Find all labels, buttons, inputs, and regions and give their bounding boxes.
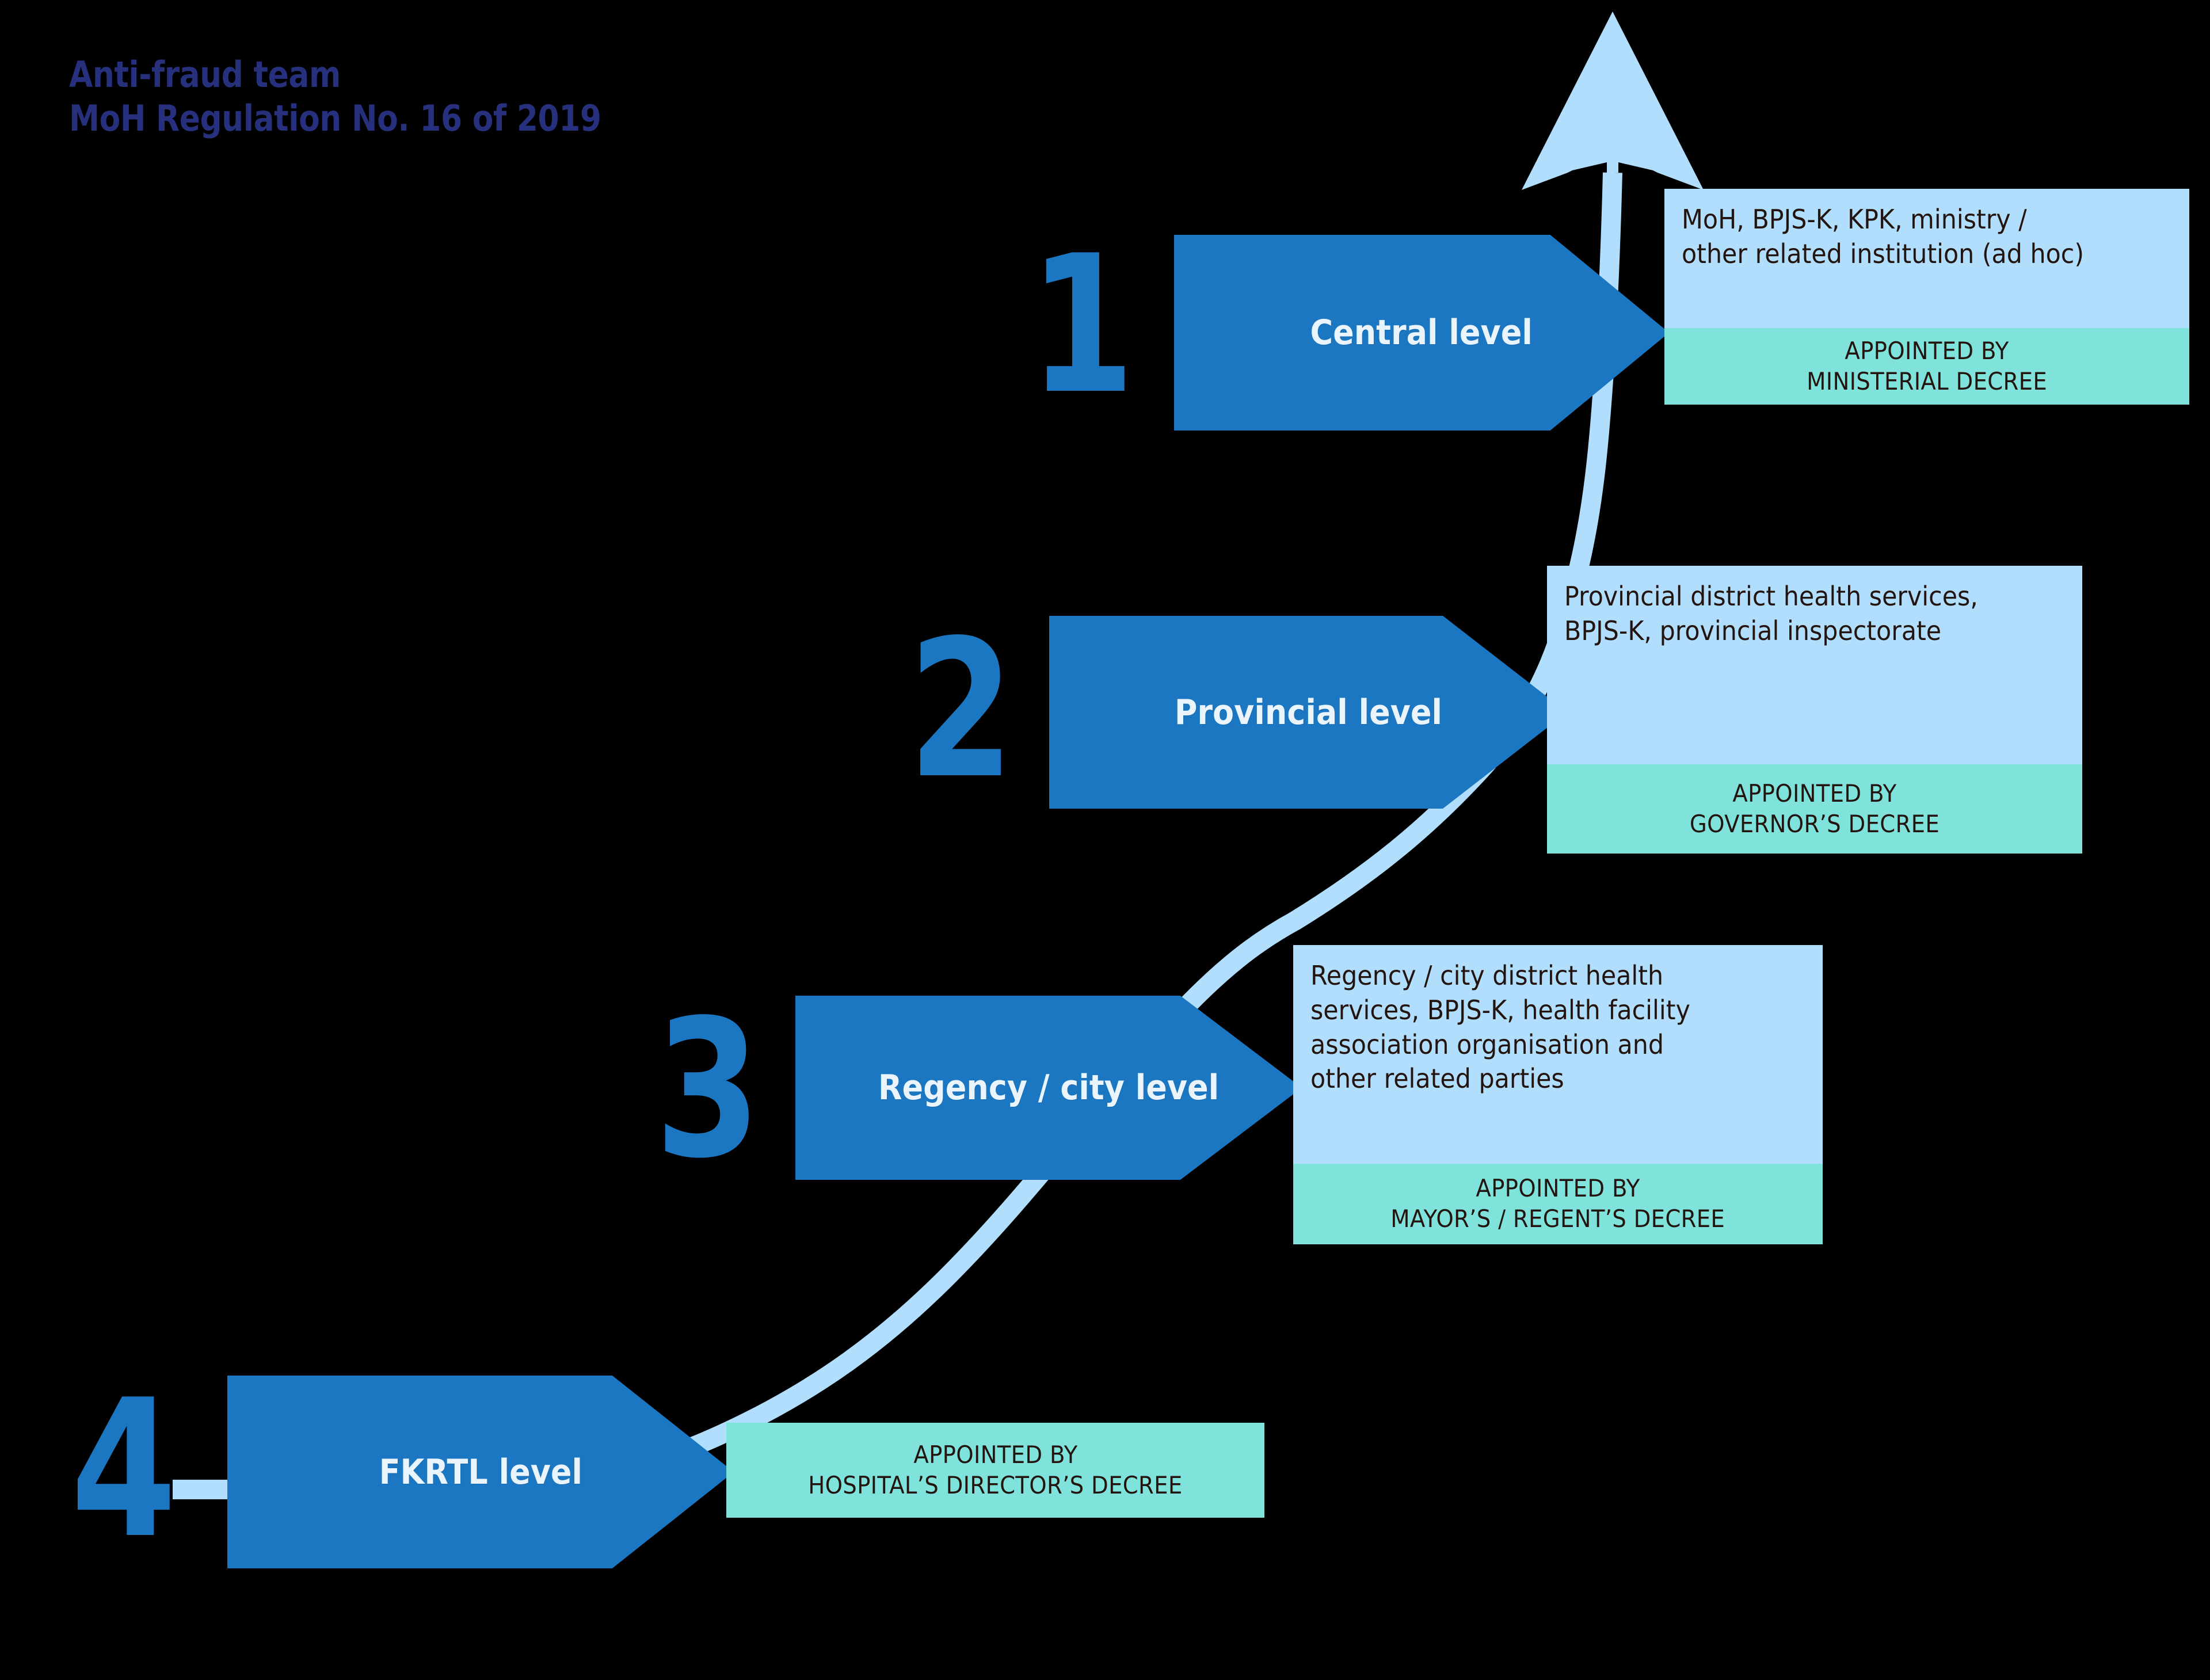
chevron-fkrtl-level[interactable]: FKRTL level bbox=[227, 1376, 734, 1568]
appointed-by-level-3: APPOINTED BY MAYOR’S / REGENT’S DECREE bbox=[1293, 1164, 1823, 1244]
appointed-line-2: MAYOR’S / REGENT’S DECREE bbox=[1390, 1205, 1725, 1233]
info-box-level-4: APPOINTED BY HOSPITAL’S DIRECTOR’S DECRE… bbox=[726, 1423, 1264, 1518]
chevron-regency-city-level[interactable]: Regency / city level bbox=[795, 996, 1302, 1180]
info-box-level-2: Provincial district health services, BPJ… bbox=[1547, 566, 2082, 854]
members-level-3: Regency / city district health services,… bbox=[1293, 945, 1823, 1164]
step-number-2: 2 bbox=[908, 599, 1014, 820]
chevron-label-provincial-level: Provincial level bbox=[1174, 692, 1442, 733]
step-number-3: 3 bbox=[655, 979, 761, 1200]
chevron-label-central-level: Central level bbox=[1310, 313, 1533, 353]
flow-arrowhead bbox=[1522, 12, 1704, 190]
info-box-level-1: MoH, BPJS-K, KPK, ministry / other relat… bbox=[1664, 189, 2189, 405]
members-line-1: Regency / city district health bbox=[1310, 960, 1664, 991]
chevron-central-level[interactable]: Central level bbox=[1174, 235, 1669, 431]
chevron-provincial-level[interactable]: Provincial level bbox=[1049, 616, 1567, 809]
appointed-line-2: HOSPITAL’S DIRECTOR’S DECREE bbox=[808, 1471, 1183, 1499]
appointed-line-1: APPOINTED BY bbox=[1476, 1174, 1640, 1203]
members-line-2: BPJS-K, provincial inspectorate bbox=[1564, 615, 1942, 646]
title-line-2: MoH Regulation No. 16 of 2019 bbox=[69, 97, 601, 139]
appointed-line-2: GOVERNOR’S DECREE bbox=[1689, 809, 1940, 838]
members-line-1: Provincial district health services, bbox=[1564, 581, 1978, 612]
info-box-level-3: Regency / city district health services,… bbox=[1293, 945, 1823, 1244]
chevron-label-fkrtl-level: FKRTL level bbox=[379, 1452, 582, 1492]
appointed-by-level-1: APPOINTED BY MINISTERIAL DECREE bbox=[1664, 328, 2189, 405]
appointed-line-2: MINISTERIAL DECREE bbox=[1807, 367, 2047, 395]
appointed-line-1: APPOINTED BY bbox=[913, 1440, 1078, 1469]
members-level-2: Provincial district health services, BPJ… bbox=[1547, 566, 2082, 764]
appointed-line-1: APPOINTED BY bbox=[1732, 779, 1897, 807]
step-number-4: 4 bbox=[71, 1359, 177, 1580]
members-line-2: other related institution (ad hoc) bbox=[1682, 238, 2085, 269]
members-line-1: MoH, BPJS-K, KPK, ministry / bbox=[1682, 204, 2027, 235]
members-line-4: other related parties bbox=[1310, 1063, 1564, 1095]
page-title: Anti-fraud team MoH Regulation No. 16 of… bbox=[69, 53, 601, 140]
step-number-1: 1 bbox=[1029, 215, 1135, 436]
members-level-1: MoH, BPJS-K, KPK, ministry / other relat… bbox=[1664, 189, 2189, 328]
members-line-3: association organisation and bbox=[1310, 1028, 1664, 1060]
members-line-2: services, BPJS-K, health facility bbox=[1310, 994, 1690, 1026]
appointed-by-level-4: APPOINTED BY HOSPITAL’S DIRECTOR’S DECRE… bbox=[726, 1423, 1264, 1518]
title-line-1: Anti-fraud team bbox=[69, 54, 341, 96]
chevron-label-regency-city-level: Regency / city level bbox=[878, 1068, 1220, 1108]
appointed-by-level-2: APPOINTED BY GOVERNOR’S DECREE bbox=[1547, 764, 2082, 854]
appointed-line-1: APPOINTED BY bbox=[1845, 336, 2009, 365]
